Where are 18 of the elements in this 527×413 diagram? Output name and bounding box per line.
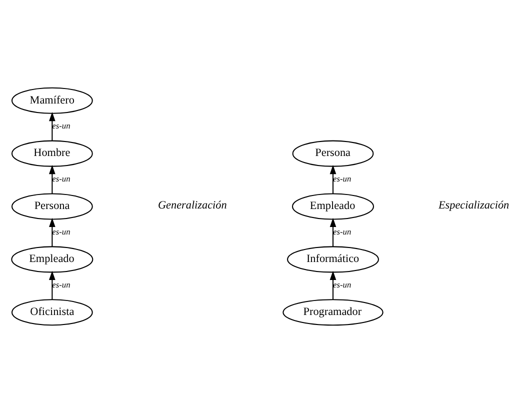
node-ellipse: Programador	[282, 299, 384, 326]
node-ellipse: Persona	[11, 193, 93, 220]
arrow	[330, 270, 336, 300]
node-ellipse: Empleado	[11, 246, 94, 273]
node-ellipse: Hombre	[11, 140, 93, 167]
arrow	[330, 164, 336, 194]
arrow	[330, 218, 336, 247]
label: Especialización	[438, 199, 510, 212]
node-ellipse: Mamífero	[11, 87, 93, 114]
arrow	[48, 164, 56, 194]
arrow	[48, 218, 56, 247]
node-ellipse: Informático	[287, 246, 379, 273]
label: Generalización	[158, 199, 227, 212]
arrow	[48, 270, 56, 300]
node-ellipse: Oficinista	[11, 299, 93, 326]
arrow	[48, 112, 56, 141]
node-ellipse: Persona	[292, 140, 374, 167]
node-ellipse: Empleado	[292, 193, 374, 220]
